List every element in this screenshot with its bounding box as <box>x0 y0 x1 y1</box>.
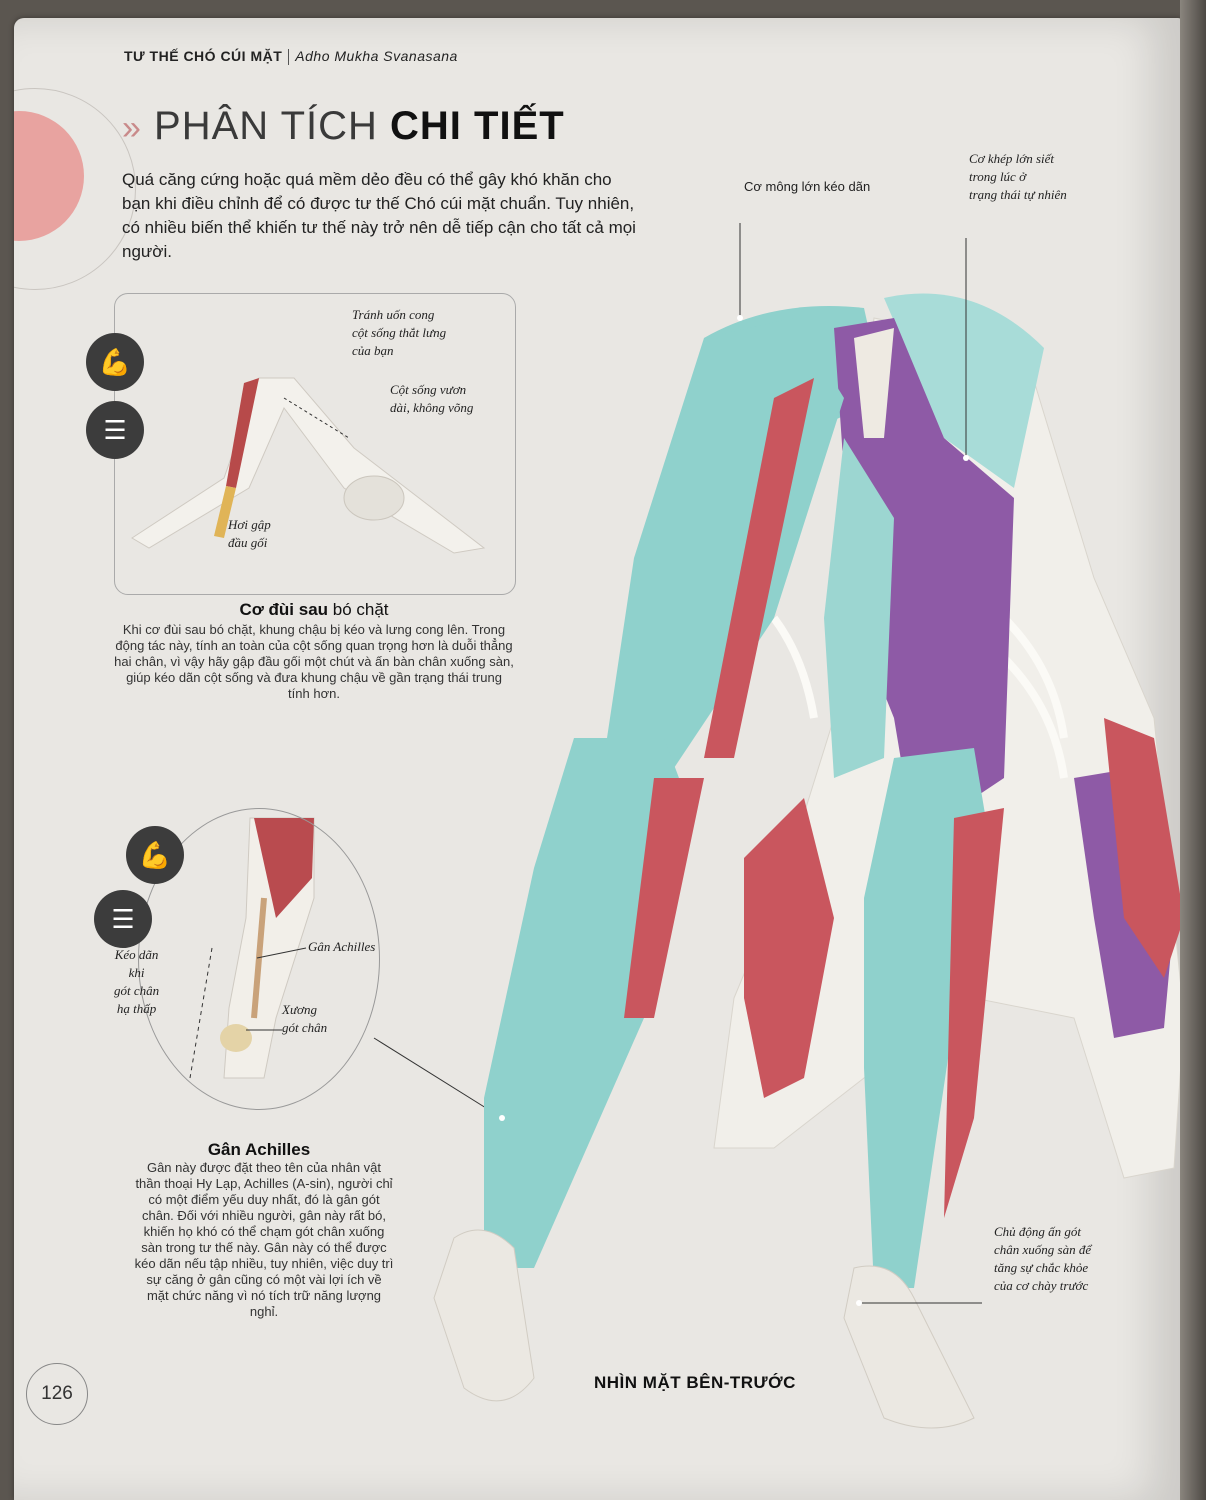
label-line: gót chân <box>114 983 160 998</box>
title-arrows: » <box>122 109 142 147</box>
intro-paragraph: Quá căng cứng hoặc quá mềm dẻo đều có th… <box>122 170 636 261</box>
label-spine-long: Cột sống vươn dài, không võng <box>390 381 473 417</box>
label-spine-curve: Tránh uốn cong cột sống thắt lưng của bạ… <box>352 306 446 360</box>
small-pose-figure <box>131 377 486 554</box>
label-line: Chủ động ấn gót <box>994 1224 1082 1239</box>
label-line: Hơi gập <box>228 517 271 532</box>
label-line: cột sống thắt lưng <box>352 325 447 340</box>
label-achilles: Gân Achilles <box>308 939 376 954</box>
label-line: đầu gối <box>228 535 268 550</box>
label-line: khi <box>128 965 145 980</box>
label-stretch: Kéo dãn khi gót chân hạ thấp <box>114 946 159 1018</box>
label-line: của cơ chày trước <box>994 1278 1089 1293</box>
calf-detail-circle <box>138 808 380 1110</box>
label-heel-press: Chủ động ấn gót chân xuống sàn để tăng s… <box>994 1223 1091 1295</box>
label-line: Cột sống vươn <box>390 382 467 397</box>
hamstring-heading-bold: Cơ đùi sau <box>239 600 329 619</box>
label-line: gót chân <box>282 1020 328 1035</box>
sanskrit-name: Adho Mukha Svanasana <box>295 48 458 64</box>
hamstring-heading: Cơ đùi sau bó chặt <box>114 600 514 620</box>
header-divider <box>288 49 290 66</box>
label-line: của bạn <box>352 343 394 358</box>
label-heel-bone: Xương gót chân <box>282 1001 327 1037</box>
label-knee: Hơi gập đầu gối <box>228 516 271 552</box>
label-line: chân xuống sàn để <box>994 1242 1092 1257</box>
view-caption: NHÌN MẶT BÊN-TRƯỚC <box>594 1373 796 1392</box>
label-line: dài, không võng <box>390 400 474 415</box>
label-line: Tránh uốn cong <box>352 307 435 322</box>
label-line: trạng thái tự nhiên <box>969 187 1067 202</box>
page-title: » PHÂN TÍCH CHI TIẾT <box>122 104 565 149</box>
muscle-icon: 💪 <box>86 333 144 391</box>
title-light: PHÂN TÍCH <box>154 104 378 148</box>
achilles-text: Gân này được đặt theo tên của nhân vật t… <box>134 1160 394 1319</box>
book-page: TƯ THẾ CHÓ CÚI MẶT Adho Mukha Svanasana »… <box>14 18 1182 1500</box>
hamstring-text: Khi cơ đùi sau bó chặt, khung chậu bị ké… <box>114 622 514 701</box>
page-number: 126 <box>26 1363 88 1425</box>
label-line: trong lúc ở <box>969 169 1027 184</box>
title-bold: CHI TIẾT <box>390 104 565 148</box>
hamstring-heading-rest: bó chặt <box>328 600 389 619</box>
label-line: hạ thấp <box>116 1001 157 1016</box>
label-line: Kéo dãn <box>114 947 159 962</box>
anatomy-illustration <box>131 223 1182 1429</box>
achilles-heading: Gân Achilles <box>207 1140 311 1159</box>
label-line: Cơ khép lớn siết <box>969 151 1055 166</box>
muscle-icon-2: 💪 <box>126 826 184 884</box>
book-edge <box>1180 0 1206 1500</box>
label-line: tăng sự chắc khỏe <box>994 1260 1089 1275</box>
page-header: TƯ THẾ CHÓ CÚI MẶT Adho Mukha Svanasana <box>124 48 458 66</box>
label-adductor: Cơ khép lớn siết trong lúc ở trạng thái … <box>969 150 1067 204</box>
ribcage-icon-2: ☰ <box>94 890 152 948</box>
ribcage-icon: ☰ <box>86 401 144 459</box>
label-line: Xương <box>282 1002 317 1017</box>
main-anatomy-figure <box>433 223 1182 1429</box>
pose-name: TƯ THẾ CHÓ CÚI MẶT <box>124 48 283 64</box>
label-glute: Cơ mông lớn kéo dãn <box>744 179 871 194</box>
